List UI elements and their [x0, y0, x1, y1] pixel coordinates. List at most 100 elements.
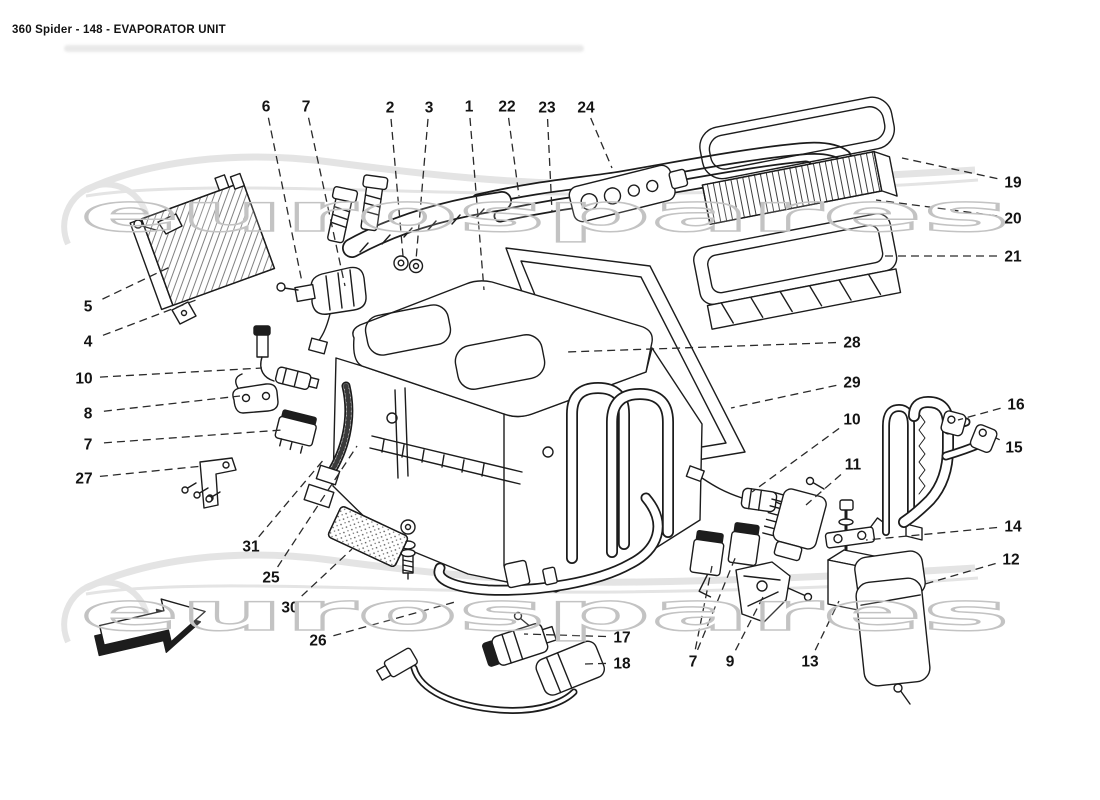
leader-line-9	[734, 596, 764, 651]
filter-element	[701, 150, 898, 225]
temp-sensor-left	[253, 325, 320, 390]
solenoid-valves	[689, 522, 761, 598]
leader-line-4	[102, 299, 197, 336]
leader-line-11	[805, 474, 842, 506]
leader-line-10	[751, 427, 840, 493]
switch-7	[274, 409, 317, 454]
callout-28: 28	[843, 335, 861, 352]
leader-line-27	[99, 465, 204, 478]
watermark-text: eurospares	[80, 184, 1010, 244]
callout-19: 19	[1004, 175, 1022, 192]
leader-line-1	[469, 117, 485, 291]
filter-gasket	[699, 96, 896, 180]
insulation-pad	[327, 506, 409, 567]
callout-13: 13	[801, 654, 819, 671]
evaporator-core	[129, 172, 276, 325]
bracket-8	[232, 373, 279, 414]
leader-line-2	[390, 118, 404, 257]
filter-housing	[693, 212, 902, 330]
hose-fitting	[327, 186, 359, 244]
callout-22: 22	[498, 99, 515, 116]
unit-top-cover	[352, 280, 653, 418]
leader-line-6	[267, 117, 303, 283]
callout-12: 12	[1002, 552, 1019, 569]
drain-hose	[435, 494, 662, 595]
callout-31: 31	[242, 539, 260, 556]
callout-21: 21	[1004, 249, 1022, 266]
callout-6: 6	[262, 99, 271, 116]
leader-line-18	[583, 662, 607, 665]
plate-14	[824, 517, 885, 549]
callout-8: 8	[84, 406, 93, 423]
leader-line-17	[523, 633, 607, 638]
callout-15: 15	[1005, 440, 1023, 457]
leader-line-29	[730, 384, 837, 409]
leader-line-13	[814, 600, 840, 651]
grommet-3	[408, 258, 424, 274]
leader-line-7	[103, 429, 283, 444]
leader-line-24	[590, 117, 613, 169]
regulator-screw	[805, 476, 825, 490]
leader-line-10	[99, 367, 263, 378]
core-screw	[133, 219, 143, 229]
leader-line-7	[696, 555, 737, 651]
grommet-2	[393, 255, 409, 271]
leader-line-15	[995, 437, 1000, 441]
callout-26: 26	[309, 633, 327, 650]
callout-4: 4	[84, 334, 93, 351]
bracket-screws	[181, 482, 221, 503]
callout-7: 7	[689, 654, 698, 671]
leader-line-8	[103, 395, 241, 412]
callout-20: 20	[1004, 211, 1021, 228]
callout-11: 11	[845, 457, 862, 474]
wiring-harness	[327, 383, 352, 477]
leader-line-7	[694, 565, 713, 650]
callout-14: 14	[1004, 519, 1022, 536]
blower-regulator	[762, 488, 827, 562]
hose-clamp-15	[969, 424, 998, 453]
core-bracket	[157, 213, 183, 235]
leader-line-16	[957, 407, 1001, 421]
callout-17: 17	[613, 630, 630, 647]
leader-line-23	[546, 118, 553, 213]
leader-line-26	[333, 601, 456, 637]
leader-line-7	[307, 117, 346, 287]
reservoir-18	[535, 640, 606, 696]
callout-5: 5	[84, 299, 93, 316]
watermark-layer: eurospares eurospares	[79, 183, 1011, 644]
callout-30: 30	[281, 600, 298, 617]
callout-7: 7	[302, 99, 311, 116]
callout-7: 7	[84, 437, 93, 454]
leader-line-25	[277, 445, 358, 568]
page-title: 360 Spider - 148 - EVAPORATOR UNIT	[12, 24, 226, 36]
watermark-text: eurospares	[80, 583, 1010, 643]
pump-17	[482, 622, 558, 667]
formed-hoses	[882, 396, 998, 536]
pump-plug	[376, 647, 418, 681]
hose-fitting	[360, 174, 389, 232]
manifold-flange	[568, 164, 689, 223]
leader-line-20	[875, 199, 998, 217]
leader-line-3	[415, 118, 429, 261]
leader-line-19	[901, 157, 998, 180]
pump-assembly	[376, 611, 606, 714]
leader-line-30	[301, 548, 353, 597]
leader-line-14	[865, 526, 998, 541]
callout-2: 2	[386, 100, 395, 117]
callout-25: 25	[262, 570, 280, 587]
callout-1: 1	[465, 99, 474, 116]
callout-3: 3	[425, 100, 434, 117]
callout-29: 29	[843, 375, 861, 392]
subtitle-smudge	[64, 45, 584, 52]
callout-9: 9	[726, 654, 735, 671]
callout-16: 16	[1007, 397, 1025, 414]
leader-line-22	[507, 117, 520, 197]
connector-plugs	[503, 559, 558, 589]
leader-line-31	[258, 457, 326, 538]
callout-18: 18	[613, 656, 631, 673]
mount-bracket-9	[735, 561, 813, 623]
actuator-motor	[276, 266, 367, 355]
